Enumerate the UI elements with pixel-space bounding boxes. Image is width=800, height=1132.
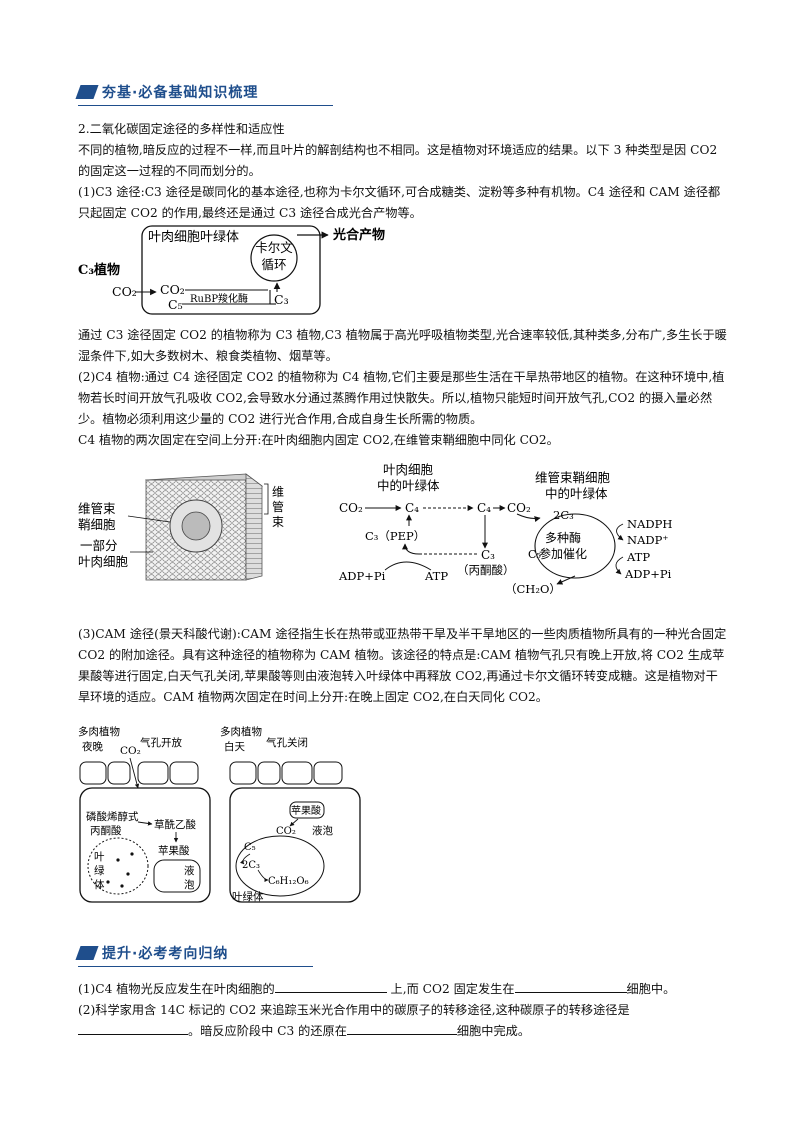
mesophyll-label-2: 叶肉细胞 bbox=[78, 554, 129, 569]
co2-b-label: CO₂ bbox=[507, 501, 531, 515]
c4-description: (2)C4 植物:通过 C4 途径固定 CO2 的植物称为 C4 植物,它们主要… bbox=[78, 370, 725, 426]
q2-text-c: 细胞中完成。 bbox=[456, 1024, 531, 1038]
product-label: 光合产物 bbox=[332, 227, 385, 243]
co2-in-label: CO₂ bbox=[112, 284, 137, 299]
heading: 2.二氧化碳固定途径的多样性和适应性 bbox=[78, 122, 285, 136]
chloroplast-label: 叶肉细胞叶绿体 bbox=[148, 230, 239, 245]
c3-after-paragraph: 通过 C3 途径固定 CO2 的植物称为 C3 植物,C3 植物属于高光呼吸植物… bbox=[78, 328, 727, 363]
cam-description: (3)CAM 途径(景天科酸代谢):CAM 途径指生长在热带或亚热带干旱及半干旱… bbox=[78, 627, 727, 704]
day-time-label: 白天 bbox=[224, 740, 245, 753]
vascular-label-2: 管 bbox=[272, 499, 284, 514]
sheath-chloro-label-2: 中的叶绿体 bbox=[545, 486, 608, 501]
calvin-cycle-circle bbox=[250, 234, 298, 282]
adp-label: ADP+Pi bbox=[338, 569, 386, 583]
c4-leaf-anatomy-illustration: 维管束 鞘细胞 一部分 叶肉细胞 维 管 束 bbox=[78, 473, 284, 581]
night-chloro-1: 叶 bbox=[94, 851, 105, 863]
night-pyr-label: 丙酮酸 bbox=[90, 824, 122, 837]
c3-2-label: 2C₃ bbox=[553, 508, 574, 522]
c3-description: (1)C3 途径:C3 途径是碳同化的基本途径,也称为卡尔文循环,可合成糖类、淀… bbox=[78, 185, 721, 220]
ch2o-label: （CH₂O） bbox=[505, 582, 561, 596]
day-chloro-label: 叶绿体 bbox=[232, 890, 264, 903]
c3-plant-label: C₃植物 bbox=[78, 262, 120, 278]
night-malic-label: 苹果酸 bbox=[158, 844, 190, 857]
day-sugar-label: C₆H₁₂O₆ bbox=[268, 876, 309, 887]
co2-a-label: CO₂ bbox=[339, 501, 363, 515]
q2-blank-1[interactable] bbox=[78, 1021, 188, 1035]
banner-rule bbox=[78, 105, 333, 106]
c4-a-label: C₄ bbox=[405, 501, 419, 515]
c3-label: C₃ bbox=[274, 292, 289, 307]
q2-text-b: 。暗反应阶段中 C3 的还原在 bbox=[188, 1024, 347, 1038]
banner-bar-icon bbox=[75, 946, 99, 960]
bundle-sheath-label-2: 鞘细胞 bbox=[78, 517, 116, 532]
enzyme-label: RuBP羧化酶 bbox=[190, 292, 248, 305]
day-malic-label: 苹果酸 bbox=[291, 804, 321, 817]
mesophyll-label-1: 一部分 bbox=[80, 538, 118, 553]
q2-text-a: (2)科学家用含 14C 标记的 CO2 来追踪玉米光合作用中的碳原子的转移途径… bbox=[78, 1003, 630, 1017]
night-stoma-label: 气孔开放 bbox=[140, 736, 182, 749]
banner-bar-icon bbox=[75, 85, 99, 99]
banner-rule bbox=[78, 966, 313, 967]
day-c3-label: 2C₃ bbox=[242, 860, 260, 871]
q1-blank-2[interactable] bbox=[514, 979, 627, 993]
q1-text-a: (1)C4 植物光反应发生在叶肉细胞的 bbox=[78, 982, 275, 996]
enzyme-label-1: 多种酶 bbox=[545, 530, 581, 545]
day-vacuole-label: 液泡 bbox=[312, 824, 333, 837]
night-plant-label: 多肉植物 bbox=[78, 725, 120, 738]
intro-paragraph: 不同的植物,暗反应的过程不一样,而且叶片的解剖结构也不相同。这是植物对环境适应的… bbox=[78, 143, 718, 178]
c5-label: C₅ bbox=[528, 548, 541, 561]
night-vacuole-1: 液 bbox=[184, 864, 195, 877]
cam-night-diagram: 多肉植物 夜晚 CO₂ 气孔开放 磷酸烯醇式 丙酮酸 草酰乙酸 苹果酸 叶 绿 … bbox=[78, 725, 211, 903]
c3-pyr-label: C₃ bbox=[481, 548, 495, 562]
meso-chloro-label-2: 中的叶绿体 bbox=[377, 478, 440, 493]
cam-day-diagram: 多肉植物 白天 气孔关闭 苹果酸 液泡 CO₂ C₅ 2C₃ C₆H₁₂O₆ 叶… bbox=[220, 725, 361, 903]
atp-label: ATP bbox=[424, 569, 448, 583]
day-stoma-label: 气孔关闭 bbox=[266, 736, 308, 749]
section-title: 提升·必考考向归纳 bbox=[102, 946, 229, 962]
vascular-label-1: 维 bbox=[272, 485, 284, 499]
night-vacuole-2: 泡 bbox=[184, 878, 195, 891]
c3-pathway-diagram: 叶肉细胞叶绿体 卡尔文 循环 光合产物 C₃植物 CO₂ CO₂ C₅ RuBP… bbox=[78, 225, 385, 315]
night-chloro-3: 体 bbox=[94, 879, 105, 891]
q1-text-c: 细胞中。 bbox=[626, 982, 676, 996]
q1-text-b: 上,而 CO2 固定发生在 bbox=[390, 982, 515, 996]
day-c5-label: C₅ bbox=[244, 842, 256, 853]
sheath-chloro-label-1: 维管束鞘细胞 bbox=[535, 470, 611, 485]
co2-label: CO₂ bbox=[160, 282, 185, 297]
atp2-label: ATP bbox=[626, 550, 650, 564]
enzyme-label-2: 参加催化 bbox=[539, 546, 587, 561]
calvin-label-2: 循环 bbox=[261, 257, 286, 272]
night-chloro-2: 绿 bbox=[94, 864, 105, 877]
adp2-label: ADP+Pi bbox=[624, 567, 672, 581]
night-oaa-label: 草酰乙酸 bbox=[154, 818, 196, 831]
question-2: (2)科学家用含 14C 标记的 CO2 来追踪玉米光合作用中的碳原子的转移途径… bbox=[78, 1000, 728, 1042]
c5-label: C₅ bbox=[168, 297, 183, 312]
pep-label: C₃（PEP） bbox=[365, 529, 425, 543]
c4-b-label: C₄ bbox=[477, 501, 491, 515]
section-banner-exam: 提升·必考考向归纳 bbox=[75, 942, 313, 967]
nadph-label: NADPH bbox=[627, 517, 672, 531]
q2-blank-2[interactable] bbox=[346, 1021, 457, 1035]
meso-chloro-label-1: 叶肉细胞 bbox=[383, 462, 434, 477]
pyr-label: （丙酮酸） bbox=[457, 563, 515, 577]
c4-space-paragraph: C4 植物的两次固定在空间上分开:在叶肉细胞内固定 CO2,在维管束鞘细胞中同化… bbox=[78, 433, 559, 447]
calvin-label-1: 卡尔文 bbox=[255, 240, 293, 255]
section-banner-foundation: 夯基·必备基础知识梳理 bbox=[75, 81, 333, 106]
vascular-label-3: 束 bbox=[272, 515, 284, 529]
q1-blank-1[interactable] bbox=[274, 979, 387, 993]
bundle-sheath-label-1: 维管束 bbox=[78, 501, 116, 516]
question-1: (1)C4 植物光反应发生在叶肉细胞的 上,而 CO2 固定发生在 细胞中。 bbox=[78, 979, 728, 1000]
day-plant-label: 多肉植物 bbox=[220, 725, 262, 738]
section-title: 夯基·必备基础知识梳理 bbox=[102, 85, 259, 101]
chloroplast-box bbox=[141, 225, 321, 315]
c4-pathway-diagram: 叶肉细胞 中的叶绿体 维管束鞘细胞 中的叶绿体 CO₂ C₄ C₄ CO₂ C₃… bbox=[338, 462, 672, 596]
night-pep-label: 磷酸烯醇式 bbox=[86, 810, 139, 823]
nadp-label: NADP⁺ bbox=[627, 533, 668, 547]
day-co2-label: CO₂ bbox=[276, 826, 296, 837]
night-time-label: 夜晚 bbox=[82, 740, 103, 753]
night-co2-label: CO₂ bbox=[120, 745, 141, 757]
